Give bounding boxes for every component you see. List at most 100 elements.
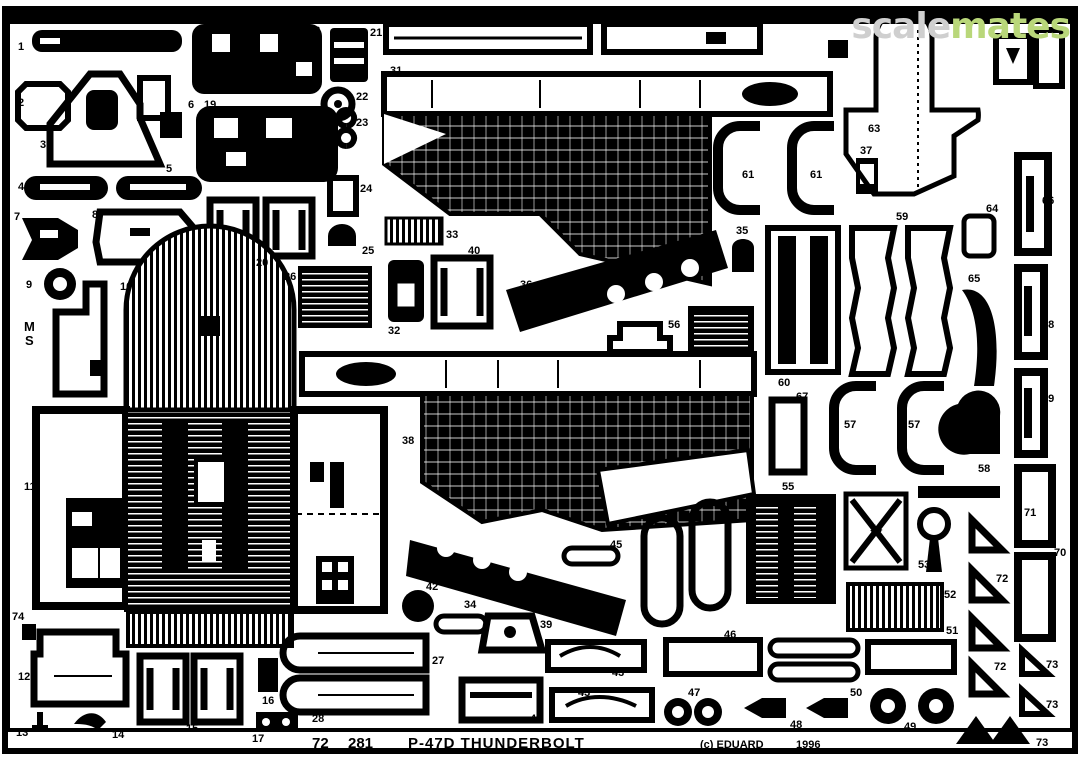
part-23	[335, 107, 357, 149]
part-57b	[897, 381, 944, 475]
copyright-year: 1996	[796, 739, 821, 751]
part-label: 63	[868, 123, 881, 135]
part-label: 73	[1046, 659, 1059, 671]
part-44b	[688, 498, 732, 612]
part-label: 55	[782, 481, 795, 493]
part-72b	[968, 561, 1011, 604]
part-label: 19	[204, 99, 217, 111]
part-51	[968, 609, 1011, 652]
part-label: 57	[908, 419, 921, 431]
part-label: 14	[112, 729, 125, 741]
part-label: 64	[986, 203, 999, 215]
part-21	[330, 28, 368, 82]
part-30	[601, 21, 763, 55]
part-68	[1014, 264, 1048, 360]
part-label: 25	[362, 245, 375, 257]
part-label: 53	[918, 559, 931, 571]
part-label: 13	[16, 727, 29, 739]
part-label: 58	[978, 463, 991, 475]
part-70a	[1014, 464, 1056, 548]
part-label: 23	[356, 117, 369, 129]
part-label: 11	[24, 481, 36, 493]
part-58	[938, 390, 1001, 455]
part-60	[765, 225, 841, 375]
part-42	[402, 590, 434, 622]
part-label: 67	[796, 391, 809, 403]
part-65	[962, 289, 997, 386]
part-48b	[767, 661, 861, 683]
part-61a	[713, 121, 760, 215]
part-19	[196, 106, 338, 182]
part-46	[663, 637, 763, 677]
part-label: 31	[390, 65, 403, 77]
part-label: 49	[904, 721, 917, 733]
part-59a	[848, 225, 898, 377]
part-label: 7	[14, 211, 21, 223]
part-label: 6	[188, 99, 195, 111]
part-35	[732, 239, 754, 272]
part-28	[279, 674, 430, 716]
part-label: 37	[860, 145, 873, 157]
part-2	[15, 81, 71, 131]
part-label: 4	[18, 181, 25, 193]
part-73b	[1019, 683, 1056, 717]
part-label: 30	[610, 11, 623, 23]
part-64	[961, 213, 997, 259]
part-44a	[640, 514, 684, 628]
part-69	[1014, 368, 1048, 458]
part-fuse-right	[290, 406, 388, 614]
part-label: 39	[540, 619, 553, 631]
part-48	[744, 698, 848, 718]
part-label: 17	[252, 733, 265, 745]
part-1	[32, 30, 182, 52]
part-label: 10	[120, 281, 133, 293]
part-6	[137, 75, 171, 121]
part-label: 12	[18, 671, 31, 683]
part-label: 35	[736, 225, 749, 237]
part-14	[74, 713, 106, 730]
part-54	[843, 491, 909, 571]
part-20b	[262, 196, 316, 260]
part-36	[506, 230, 728, 332]
part-label: 72	[994, 661, 1007, 673]
part-67	[768, 396, 808, 476]
part-label: 57	[844, 419, 857, 431]
part-label: 65	[968, 273, 981, 285]
part-7	[22, 218, 78, 260]
part-label: 8	[92, 209, 99, 221]
part-71	[918, 486, 1000, 498]
part-59b	[904, 225, 954, 377]
part-label: 9	[26, 279, 33, 291]
part-top-right-a	[993, 33, 1033, 85]
part-57a	[829, 381, 876, 475]
part-10	[52, 280, 108, 398]
part-label: 29	[478, 11, 491, 23]
part-lower-spar	[406, 540, 626, 636]
part-43b	[549, 687, 655, 723]
part-24	[327, 175, 359, 217]
part-66	[1014, 152, 1052, 256]
part-label: 43	[578, 687, 591, 699]
part-label: 54	[870, 523, 883, 535]
copyright: (c) EDUARD	[700, 739, 764, 751]
part-16	[258, 658, 278, 692]
part-label: 61	[810, 169, 823, 181]
part-70b	[1014, 552, 1056, 642]
part-label: 60	[778, 377, 791, 389]
part-label: 50	[850, 687, 863, 699]
part-label: 66	[1042, 195, 1055, 207]
part-40	[430, 254, 494, 330]
part-label: 48	[790, 719, 803, 731]
watermark-logo: scalemates	[851, 6, 1071, 47]
part-label: 51	[946, 625, 959, 637]
part-15a	[136, 652, 190, 726]
part-label: 72	[996, 573, 1009, 585]
part-label: 36	[520, 279, 533, 291]
part-label: 46	[724, 629, 737, 641]
part-label: 59	[896, 211, 909, 223]
part-33	[384, 216, 444, 246]
part-52	[846, 582, 944, 632]
part-label: 71	[1024, 507, 1037, 519]
part-label: 74	[12, 611, 25, 623]
